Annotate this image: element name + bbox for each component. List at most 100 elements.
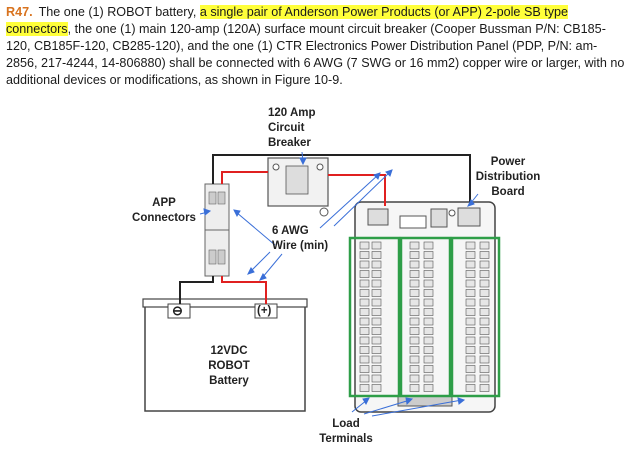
pdp-terminal — [465, 270, 476, 278]
pdp-terminal — [409, 270, 420, 278]
pdp-terminal — [371, 251, 382, 259]
rule-text-after: , the one (1) main 120-amp (120A) surfac… — [6, 22, 625, 87]
pdp-terminal — [371, 241, 382, 250]
pdp-terminal — [423, 260, 434, 269]
pdp-terminal — [465, 336, 476, 345]
pdp-terminal — [423, 298, 434, 307]
battery-label: 12VDC ROBOT Battery — [208, 345, 250, 387]
battery — [142, 298, 308, 412]
app-connector — [204, 183, 230, 277]
pdp-terminal — [359, 336, 370, 345]
pdp-terminal — [479, 317, 490, 326]
pdp-terminal — [423, 336, 434, 345]
rule-highlight-2: connectors — [6, 22, 68, 36]
pdp-terminal — [479, 365, 490, 373]
pdp-terminal — [359, 384, 370, 392]
pdp-terminal — [371, 298, 382, 307]
pdp-terminal — [371, 384, 382, 392]
pdp-terminal — [359, 241, 370, 250]
pdp-terminal — [423, 346, 434, 354]
pdp-terminal — [479, 298, 490, 307]
pdp-terminal — [371, 317, 382, 326]
pdp-terminal — [465, 251, 476, 259]
rule-text: R47.The one (1) ROBOT battery, a single … — [6, 4, 628, 89]
pdp-terminal — [423, 355, 434, 364]
pdp-terminal — [409, 241, 420, 250]
pdp-terminal — [409, 260, 420, 269]
pdp-terminal — [423, 241, 434, 250]
wires — [179, 154, 471, 304]
pdp-terminal — [465, 260, 476, 269]
pdp-terminal — [359, 374, 370, 383]
annotation-arrows — [199, 151, 479, 417]
pdp-terminal — [465, 298, 476, 307]
pdp-terminal — [371, 270, 382, 278]
pdp-terminal — [479, 260, 490, 269]
pdp-terminal — [465, 317, 476, 326]
pdp-terminal — [371, 260, 382, 269]
pdp-terminal — [465, 308, 476, 316]
pdp-terminal — [371, 374, 382, 383]
pdp-terminal — [423, 251, 434, 259]
pdp-terminal — [359, 289, 370, 297]
pdp-terminal — [465, 374, 476, 383]
pdp-terminal — [465, 346, 476, 354]
pdp-terminal — [423, 374, 434, 383]
pdp-terminal — [359, 260, 370, 269]
pdp-terminal — [359, 365, 370, 373]
pdp-terminal — [479, 346, 490, 354]
pdp-terminal — [479, 279, 490, 288]
pdp-terminal — [465, 355, 476, 364]
pdp-terminal — [423, 279, 434, 288]
breaker-label: 120 Amp Circuit Breaker — [268, 107, 316, 149]
rule-highlight-1: a single pair of Anderson Power Products… — [199, 5, 569, 19]
pdp-terminal — [409, 365, 420, 373]
load-terminals-label: Load Terminals — [319, 418, 373, 445]
wire-gauge-label: 6 AWG Wire (min) — [272, 225, 329, 252]
pdp-terminal — [409, 289, 420, 297]
pdp-terminal — [465, 279, 476, 288]
pdp-terminal — [465, 327, 476, 335]
pdp-terminal — [423, 327, 434, 335]
pdp-terminal — [423, 365, 434, 373]
pdp-terminal — [409, 355, 420, 364]
pdp-terminal — [371, 308, 382, 316]
app-connectors-label: APP Connectors — [132, 197, 196, 224]
rule-text-before: The one (1) ROBOT battery, — [38, 5, 200, 19]
pdp-terminal — [409, 298, 420, 307]
pdp-terminal — [359, 355, 370, 364]
pdp-terminal — [371, 336, 382, 345]
pdp-terminal — [479, 374, 490, 383]
pdp-terminal — [359, 346, 370, 354]
pdp-terminal — [479, 251, 490, 259]
pdp-terminal — [359, 279, 370, 288]
pdp-terminal — [409, 251, 420, 259]
pdp-terminal — [423, 270, 434, 278]
pdp-terminal — [479, 270, 490, 278]
pdp-label: Power Distribution Board — [475, 156, 541, 198]
pdp-terminal — [479, 289, 490, 297]
pdp-terminal — [465, 241, 476, 250]
pdp-terminal — [465, 289, 476, 297]
pdp-terminal — [479, 336, 490, 345]
pdp-terminal — [359, 270, 370, 278]
pdp-terminal — [409, 317, 420, 326]
battery-negative-terminal: ⊖ — [172, 303, 183, 318]
pdp-terminal — [465, 365, 476, 373]
pdp-terminal — [359, 327, 370, 335]
pdp-terminal — [409, 336, 420, 345]
pdp-terminal — [409, 346, 420, 354]
power-distribution-board — [354, 201, 496, 413]
pdp-terminal — [479, 384, 490, 392]
pdp-terminal — [423, 317, 434, 326]
pdp-terminal — [409, 374, 420, 383]
pdp-terminal — [423, 289, 434, 297]
pdp-terminal — [409, 327, 420, 335]
pdp-terminal — [465, 384, 476, 392]
pdp-terminal — [371, 327, 382, 335]
pdp-terminal — [423, 384, 434, 392]
pdp-terminal — [479, 327, 490, 335]
pdp-terminal — [423, 308, 434, 316]
pdp-terminal — [371, 355, 382, 364]
